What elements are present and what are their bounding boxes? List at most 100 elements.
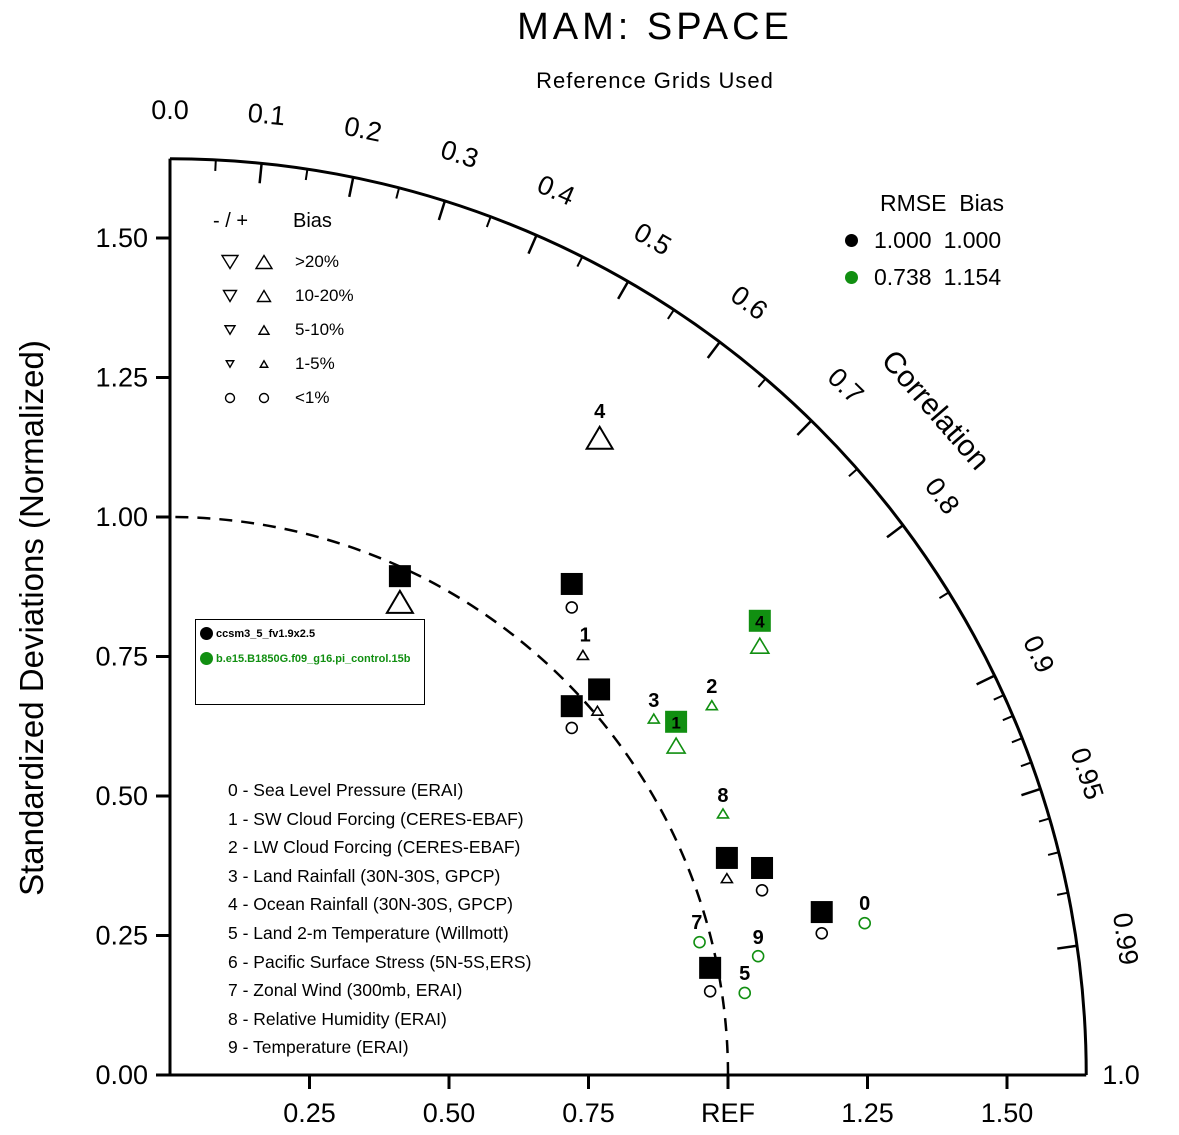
correlation-minor-tick [1011,737,1023,744]
marker-label-green-4: 4 [755,612,765,631]
correlation-minor-tick [576,256,584,268]
bias-triangle-up-black-7 [719,872,734,884]
bias-triangle-up-green-3 [646,712,661,724]
correlation-tick-label: 0.9 [1017,631,1060,678]
correlation-tick-label: 0.5 [629,217,677,262]
correlation-minor-tick [667,309,675,320]
model-legend-row: b.e15.B1850G.f09_g16.pi_control.15b [200,652,420,665]
correlation-minor-tick [485,216,492,228]
correlation-minor-tick [304,168,309,181]
marker-label-black-7: 7 [722,849,731,868]
correlation-minor-tick [214,159,217,171]
correlation-tick-label: 0.0 [151,95,189,125]
model-name: ccsm3_5_fv1.9x2.5 [216,627,316,640]
series-dot-icon [845,271,858,284]
variable-list-item: 7 - Zonal Wind (300mb, ERAI) [228,980,463,1001]
y-axis-tick-label: 0.75 [95,642,148,672]
circle-icon [213,388,247,408]
correlation-tick-label: 1.0 [1102,1060,1140,1090]
bias-circle-black-2 [565,601,579,614]
correlation-minor-tick [757,378,767,388]
rmse-legend-row: 0.738 1.154 [845,264,1013,291]
marker-text-green-5: 5 [739,963,750,985]
variable-list-item: 5 - Land 2-m Temperature (Willmott) [228,922,509,943]
bias-legend-row: <1% [213,381,354,415]
bias-legend-row-label: 1-5% [295,354,335,373]
marker-text-green-8: 8 [717,785,728,807]
correlation-tick-label: 0.4 [533,169,579,212]
correlation-minor-tick [1056,891,1069,896]
triangle-down-icon [213,252,247,272]
bias-circle-green-0 [858,916,872,930]
bias-triangle-up-black-6 [385,588,415,614]
y-axis-tick-label: 0.00 [95,1060,148,1090]
bias-legend-row: 5-10% [213,313,354,347]
correlation-minor-tick [1047,851,1059,856]
correlation-minor-tick [1020,761,1032,768]
marker-text-green-7: 7 [691,912,702,934]
variable-list-item: 6 - Pacific Surface Stress (5N-5S,ERS) [228,951,532,972]
marker-box-black-7 [715,846,738,869]
triangle-down-icon [213,286,247,306]
bias-triangle-up-green-1 [665,736,687,754]
triangle-down-icon [213,320,247,340]
triangle-up-icon [247,252,281,272]
marker-box-black-6 [388,565,411,588]
marker-label-black-2: 2 [567,575,576,594]
rmse-legend-header: RMSE Bias [880,190,1004,216]
x-axis-tick-label: 0.75 [562,1098,615,1128]
correlation-tick [527,234,538,255]
triangle-up-icon [247,286,281,306]
y-axis-title: Standardized Deviations (Normalized) [13,340,50,896]
triangle-down-icon [213,354,247,374]
triangle-up-icon [247,320,281,340]
bias-circle-black-3 [565,721,579,735]
y-axis-tick-label: 1.00 [95,502,148,532]
correlation-tick-label: 0.6 [725,280,773,327]
variable-list-item: 8 - Relative Humidity (ERAI) [228,1008,447,1029]
correlation-tick [437,200,447,221]
marker-box-green-1 [665,710,688,733]
bias-circle-black-9 [815,926,829,940]
correlation-minor-tick [848,468,858,477]
outer-arc [169,157,1088,1076]
x-axis-tick-label: 1.25 [841,1098,894,1128]
circle-icon [247,388,281,408]
correlation-minor-tick [938,591,950,599]
bias-legend-row: 1-5% [213,347,354,381]
marker-label-green-1: 1 [671,713,680,732]
marker-text-green-0: 0 [859,893,870,915]
marker-label-black-6: 6 [395,568,404,587]
rmse-value: 0.738 [874,264,932,290]
bias-triangle-up-green-8 [716,807,730,819]
bias-value: 1.154 [943,264,1002,290]
bias-legend-row: 10-20% [213,279,354,313]
bias-size-legend: - / + Bias >20%10-20%5-10%1-5%<1% [213,210,354,415]
bias-value: 1.000 [943,227,1002,253]
y-axis-tick-label: 1.25 [95,363,148,393]
correlation-tick [886,524,904,539]
x-axis-tick-label: 0.50 [423,1098,476,1128]
variable-list: 0 - Sea Level Pressure (ERAI)1 - SW Clou… [228,776,531,1062]
x-axis-tick-label: REF [701,1098,755,1128]
bias-triangle-up-black-8 [590,704,605,717]
marker-label-black-0: 0 [757,859,766,878]
x-axis-tick-label: 0.25 [283,1098,336,1128]
correlation-tick-label: 0.95 [1065,744,1110,803]
variable-list-item: 4 - Ocean Rainfall (30N-30S, GPCP) [228,894,513,915]
variable-list-item: 3 - Land Rainfall (30N-30S, GPCP) [228,865,501,886]
bias-triangle-up-green-4 [749,636,771,655]
correlation-tick [617,280,630,300]
variable-list-item: 2 - LW Cloud Forcing (CERES-EBAF) [228,837,521,858]
correlation-tick-label: 0.1 [246,98,286,132]
correlation-tick-label: 0.99 [1107,911,1144,967]
bias-triangle-up-green-2 [704,699,719,711]
correlation-tick [796,419,813,436]
correlation-tick [348,177,355,198]
marker-text-green-3: 3 [648,690,659,712]
variable-list-item: 0 - Sea Level Pressure (ERAI) [228,780,464,800]
marker-box-green-4 [748,609,771,632]
